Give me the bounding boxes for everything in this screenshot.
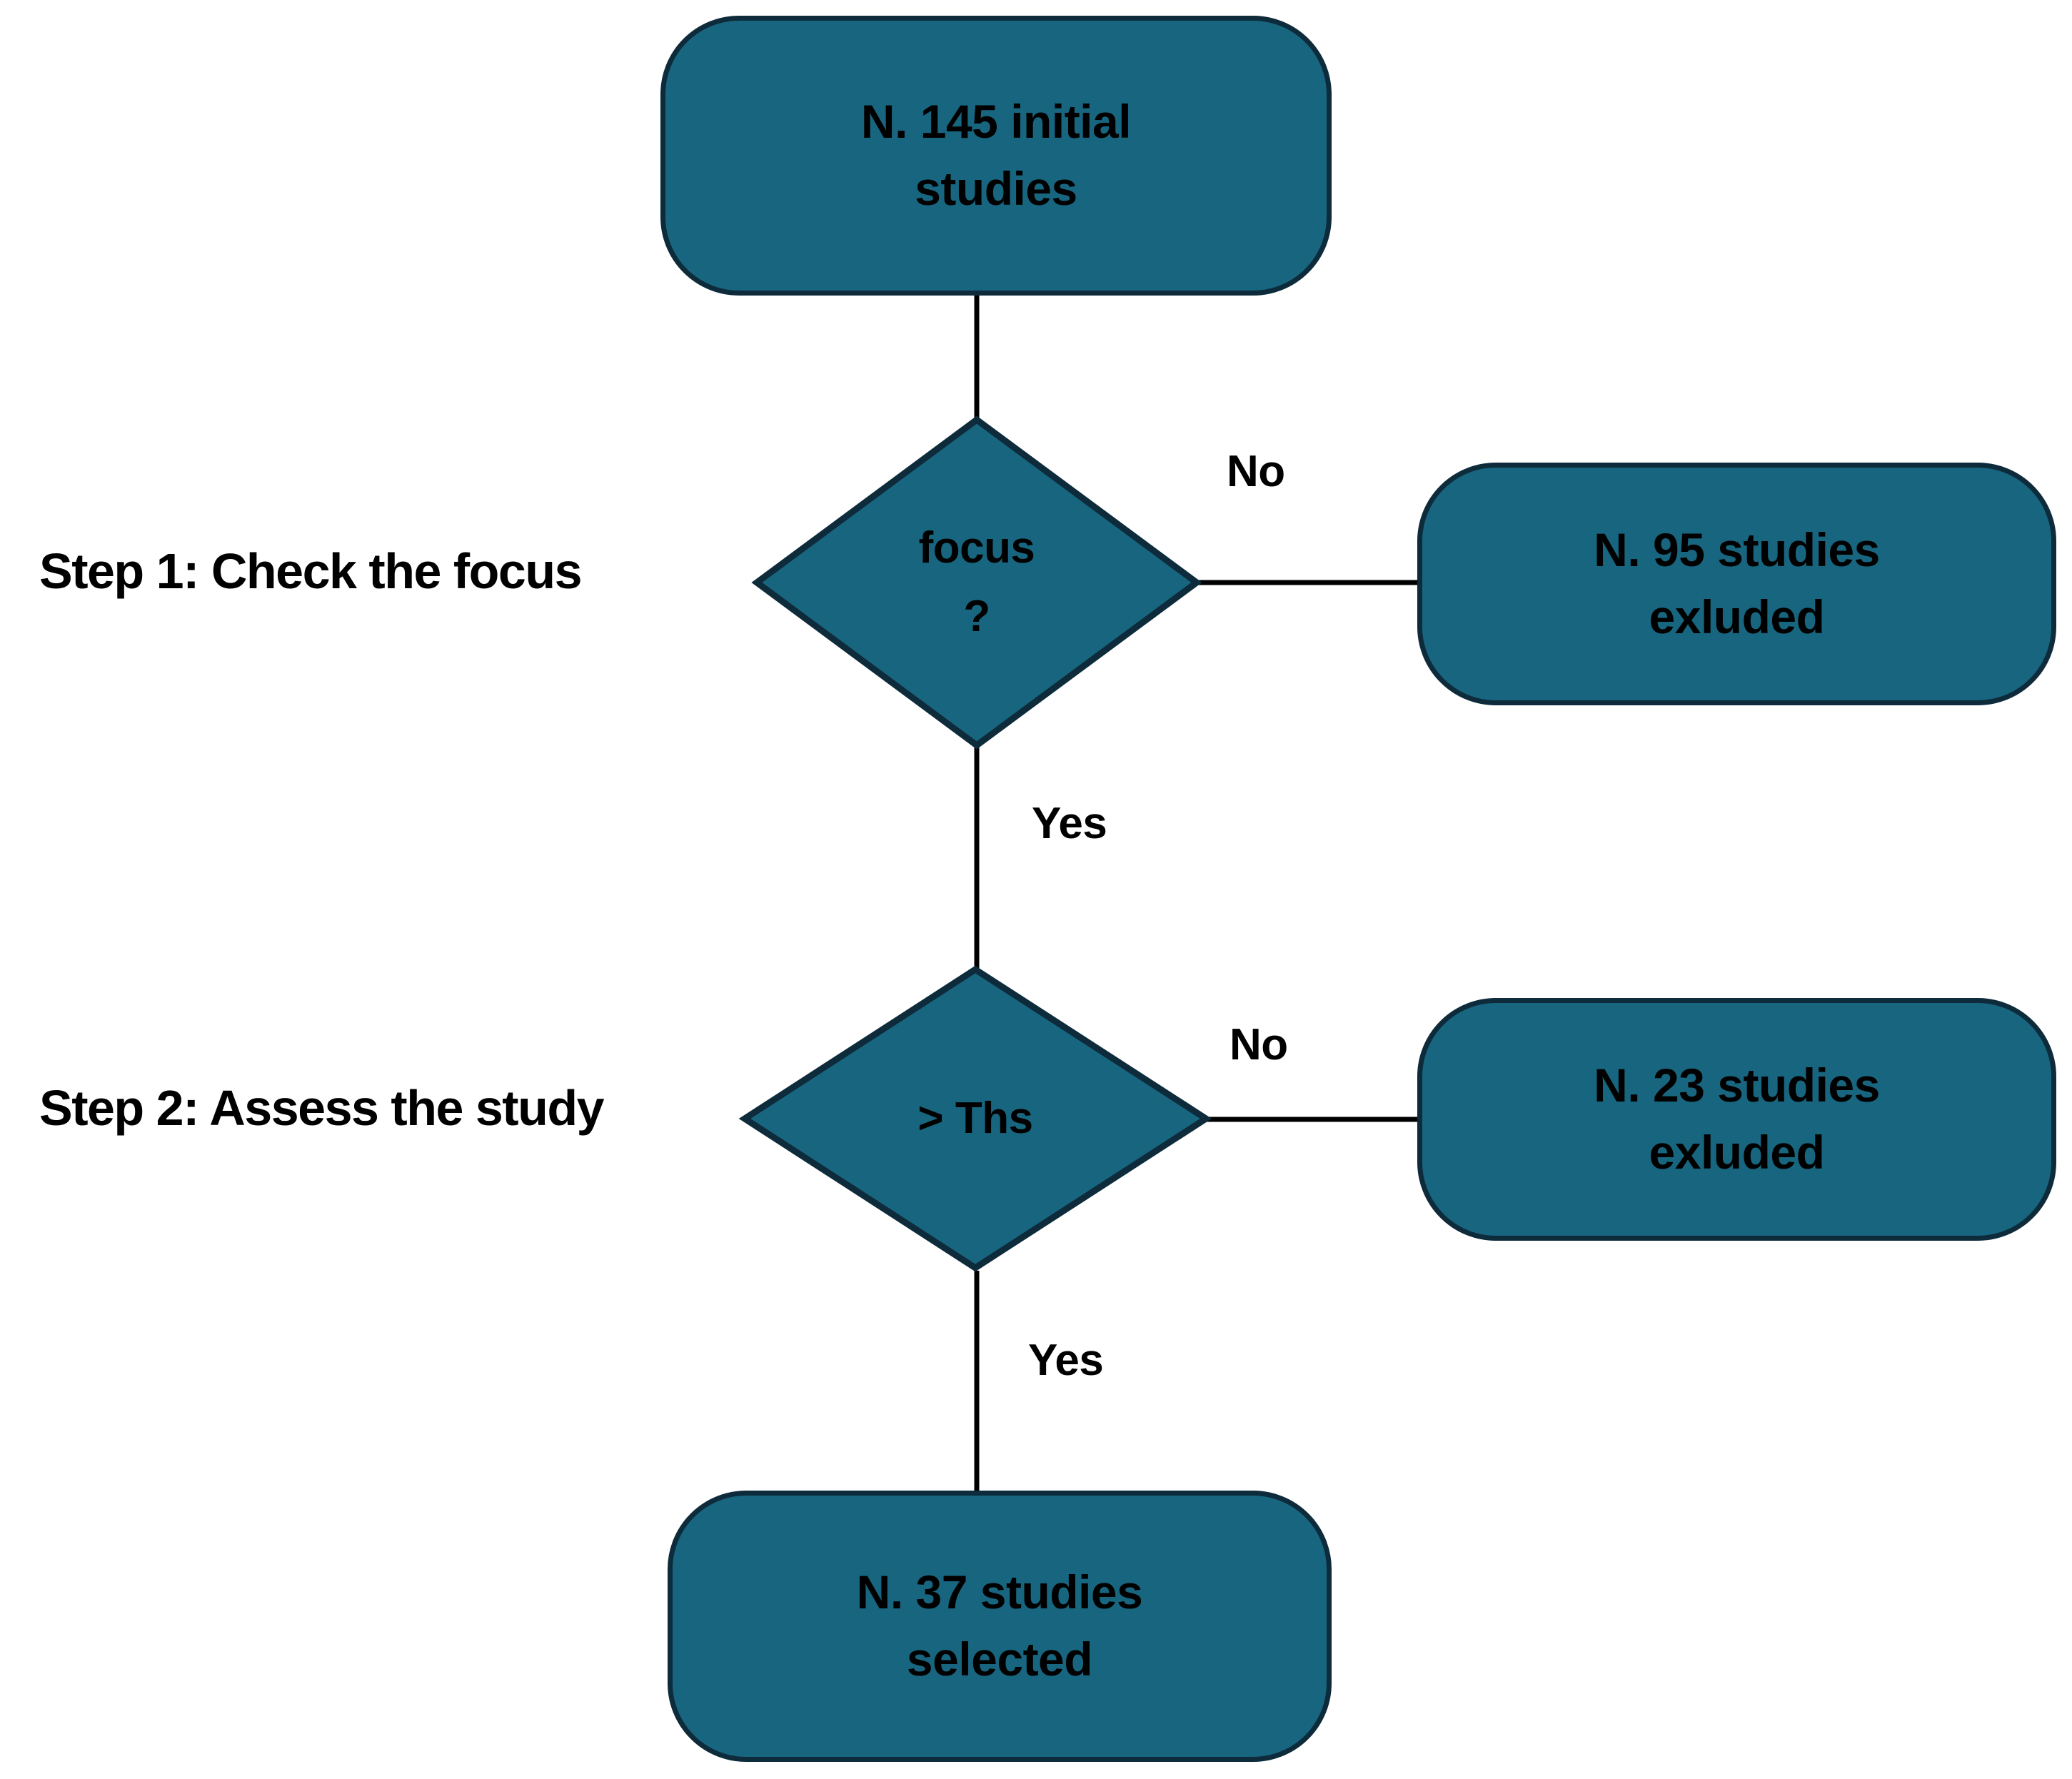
node-selected-37-line1: N. 37 studies: [856, 1566, 1143, 1619]
decision-threshold-shape: [738, 965, 1212, 1272]
step-2-label: Step 2: Assess the study: [39, 1080, 605, 1136]
node-excluded-95[interactable]: N. 95 studies exluded: [1417, 463, 2056, 705]
step-1-label: Step 1: Check the focus: [39, 543, 583, 599]
edge-label-threshold-no: No: [1229, 1020, 1288, 1069]
node-decision-focus[interactable]: focus ?: [751, 415, 1202, 750]
node-decision-threshold-line1: > Ths: [917, 1093, 1033, 1143]
node-decision-focus-label: focus ?: [753, 416, 1200, 749]
node-excluded-95-line2: exluded: [1649, 590, 1825, 643]
node-initial-studies-line2: studies: [915, 162, 1077, 215]
node-initial-studies-line1: N. 145 initial: [860, 95, 1132, 148]
node-decision-threshold[interactable]: > Ths: [738, 965, 1212, 1272]
node-decision-threshold-label: > Ths: [741, 966, 1209, 1271]
node-excluded-95-line1: N. 95 studies: [1594, 523, 1880, 577]
node-decision-focus-line1: focus: [918, 523, 1035, 573]
node-excluded-23[interactable]: N. 23 studies exluded: [1417, 998, 2056, 1241]
node-excluded-23-line2: exluded: [1649, 1126, 1825, 1179]
edge-label-focus-no: No: [1227, 447, 1285, 496]
edge-label-focus-yes: Yes: [1032, 799, 1107, 848]
node-excluded-23-line1: N. 23 studies: [1594, 1059, 1880, 1112]
node-selected-37[interactable]: N. 37 studies selected: [668, 1491, 1332, 1762]
node-decision-focus-line2: ?: [963, 592, 990, 641]
node-selected-37-line2: selected: [906, 1633, 1093, 1685]
edge-label-threshold-yes: Yes: [1028, 1336, 1104, 1385]
decision-focus-shape: [751, 415, 1202, 750]
node-initial-studies[interactable]: N. 145 initial studies: [660, 16, 1332, 296]
